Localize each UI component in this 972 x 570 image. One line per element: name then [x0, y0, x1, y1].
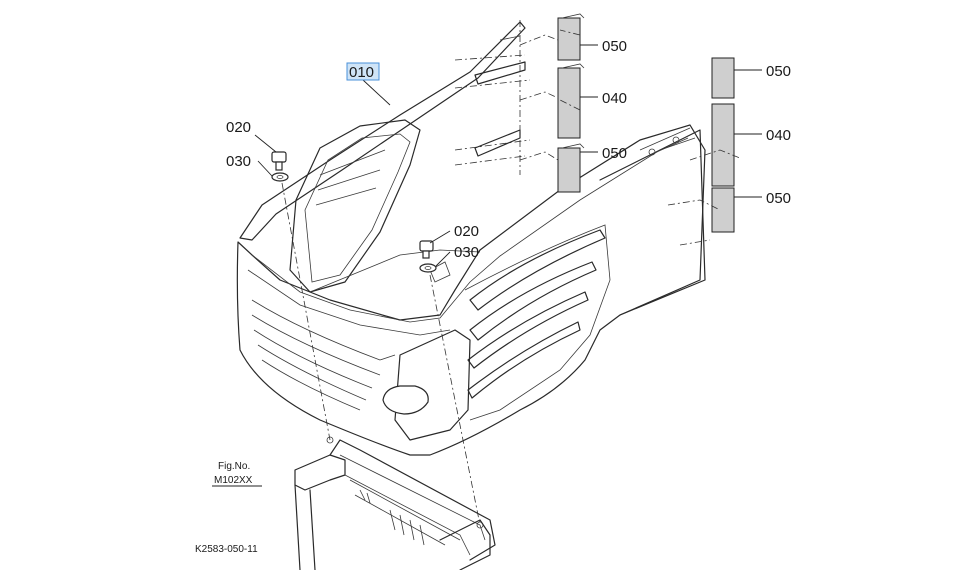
callout-050-c[interactable]: 050: [766, 63, 791, 80]
callout-050-d[interactable]: 050: [766, 190, 791, 207]
bolt-right[interactable]: [419, 240, 481, 526]
callout-030-right[interactable]: 030: [454, 244, 479, 261]
washer-icon: [419, 263, 437, 273]
washer-icon: [271, 172, 289, 182]
pad-column-left[interactable]: [519, 13, 585, 193]
drawing-id: K2583-050-11: [195, 544, 258, 555]
callout-010-highlight: [346, 62, 380, 81]
frame-lower: [294, 436, 496, 570]
pad-050-a[interactable]: [557, 17, 581, 61]
bolt-left[interactable]: [271, 151, 331, 441]
headlight-icon: [382, 385, 429, 415]
pad-column-right[interactable]: [667, 57, 741, 246]
pad-050-b[interactable]: [557, 147, 581, 193]
fig-ref-number[interactable]: M102XX: [214, 475, 253, 486]
callout-040-a[interactable]: 040: [602, 90, 627, 107]
callout-040-b[interactable]: 040: [766, 127, 791, 144]
callout-030-left[interactable]: 030: [226, 153, 251, 170]
callout-050-b[interactable]: 050: [602, 145, 627, 162]
pad-040-b[interactable]: [711, 103, 735, 187]
callout-010[interactable]: 010: [349, 64, 374, 81]
pad-050-d[interactable]: [711, 187, 735, 233]
bonnet-assembly[interactable]: [236, 20, 706, 456]
callout-020-right[interactable]: 020: [454, 223, 479, 240]
bolt-head-icon: [271, 151, 287, 163]
pad-040-a[interactable]: [557, 67, 581, 139]
fig-ref-label: Fig.No.: [218, 461, 250, 472]
pad-050-c[interactable]: [711, 57, 735, 99]
leaders: [212, 44, 762, 487]
callout-050-a[interactable]: 050: [602, 38, 627, 55]
callout-020-left[interactable]: 020: [226, 119, 251, 136]
